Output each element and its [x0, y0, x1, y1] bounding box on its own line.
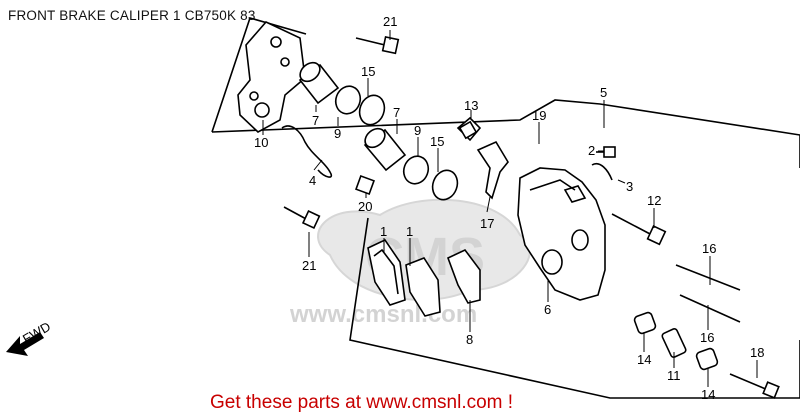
callout-15-upper: 15	[361, 64, 375, 79]
pad-retainer	[476, 140, 509, 200]
sleeve-11	[661, 328, 687, 358]
brake-pad-outer	[367, 238, 406, 306]
slide-pin-lower	[363, 127, 407, 172]
pin-bolt-12	[611, 213, 667, 246]
bolt-left	[283, 206, 321, 230]
callout-16-upper: 16	[702, 241, 716, 256]
callout-8: 8	[466, 332, 473, 347]
callout-17: 17	[480, 216, 494, 231]
callout-7-lower: 7	[393, 105, 400, 120]
bolt-top	[355, 35, 400, 55]
watermark-url: www.cmsnl.com	[289, 301, 477, 328]
boot-right	[695, 347, 719, 371]
callout-14-right: 14	[701, 387, 715, 402]
callout-19: 19	[532, 108, 546, 123]
callout-9-lower: 9	[414, 123, 421, 138]
bleed-bolt-20	[355, 175, 375, 195]
leader-lines	[262, 30, 758, 387]
diagram-title: FRONT BRAKE CALIPER 1 CB750K 83	[8, 8, 256, 23]
pad-pins	[675, 264, 741, 323]
callout-5: 5	[600, 85, 607, 100]
callout-4: 4	[309, 173, 316, 188]
callout-1-inner: 1	[406, 224, 413, 239]
forward-arrow-icon: FWD	[6, 319, 53, 356]
seal-upper	[334, 85, 386, 126]
callout-1-outer: 1	[380, 224, 387, 239]
callout-labels: 21 7 15 9 10 13 19 5 7 9 15 2 3 4 20 17 …	[254, 14, 764, 402]
seal-lower	[402, 155, 459, 201]
pad-shim	[446, 248, 481, 304]
parts-link-footer[interactable]: Get these parts at www.cmsnl.com !	[210, 392, 514, 413]
boot-left	[633, 311, 657, 335]
callout-21-top: 21	[383, 14, 397, 29]
wire-3	[591, 162, 613, 181]
callout-11: 11	[667, 368, 681, 383]
callout-13: 13	[464, 98, 478, 113]
callout-18: 18	[750, 345, 764, 360]
callout-7-upper: 7	[312, 113, 319, 128]
screw-2	[596, 146, 616, 158]
group-outline	[211, 17, 800, 399]
callout-9-upper: 9	[334, 126, 341, 141]
callout-16-lower: 16	[700, 330, 714, 345]
brake-pad-inner	[405, 257, 441, 317]
callout-10: 10	[254, 135, 268, 150]
slide-pin-upper	[298, 61, 340, 105]
caliper-body	[517, 167, 606, 301]
pad-spring	[281, 125, 333, 178]
callout-12: 12	[647, 193, 661, 208]
bolt-18	[729, 373, 780, 399]
callout-14-left: 14	[637, 352, 651, 367]
callout-20: 20	[358, 199, 372, 214]
callout-3: 3	[626, 179, 633, 194]
bleed-cap	[456, 116, 482, 142]
callout-21-left: 21	[302, 258, 316, 273]
callout-2: 2	[588, 143, 595, 158]
callout-6: 6	[544, 302, 551, 317]
caliper-bracket	[237, 21, 306, 133]
callout-15-lower: 15	[430, 134, 444, 149]
